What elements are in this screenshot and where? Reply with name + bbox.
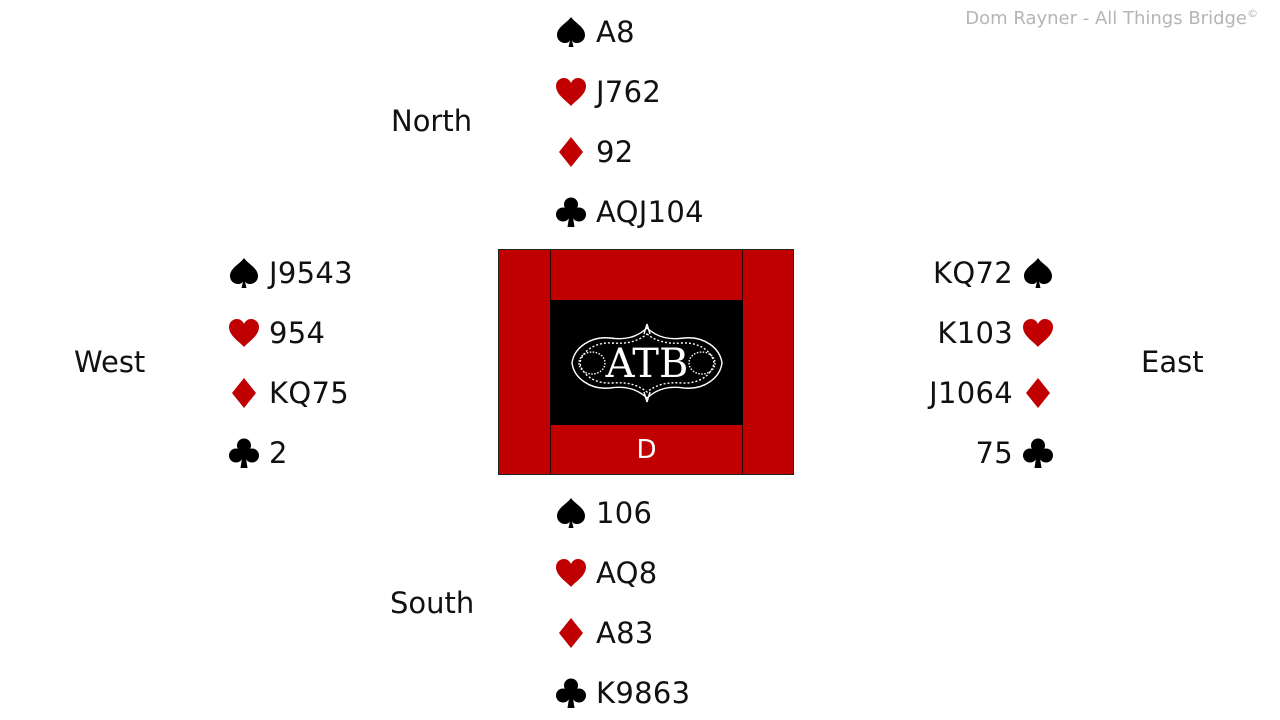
atb-logo: ATB bbox=[550, 300, 743, 425]
north-hand: A8 J762 92 AQJ104 bbox=[554, 12, 754, 234]
east-hand: KQ72 K103 J1064 75 bbox=[880, 253, 1055, 475]
south-clubs: K9863 bbox=[596, 676, 691, 710]
suit-row-hearts: 954 bbox=[227, 313, 325, 353]
heart-icon bbox=[554, 556, 588, 590]
suit-row-spades: 106 bbox=[554, 493, 652, 533]
north-diamonds: 92 bbox=[596, 135, 634, 169]
suit-row-diamonds: KQ75 bbox=[227, 373, 349, 413]
seat-label-west: West bbox=[74, 345, 146, 379]
west-clubs: 2 bbox=[269, 436, 288, 470]
seat-label-east: East bbox=[1141, 345, 1204, 379]
suit-row-spades: J9543 bbox=[227, 253, 353, 293]
atb-logo-text: ATB bbox=[604, 341, 688, 387]
suit-row-spades: KQ72 bbox=[933, 253, 1055, 293]
south-hand: 106 AQ8 A83 K9863 bbox=[554, 493, 754, 715]
heart-icon bbox=[227, 316, 261, 350]
bridge-table: ATB D bbox=[498, 249, 794, 475]
suit-row-diamonds: A83 bbox=[554, 613, 654, 653]
south-hearts: AQ8 bbox=[596, 556, 658, 590]
suit-row-diamonds: J1064 bbox=[929, 373, 1055, 413]
south-spades: 106 bbox=[596, 496, 653, 530]
diamond-icon bbox=[227, 376, 261, 410]
atb-logo-graphic: ATB bbox=[570, 323, 723, 402]
seat-label-north: North bbox=[391, 104, 473, 138]
suit-row-clubs: 2 bbox=[227, 433, 288, 473]
suit-row-diamonds: 92 bbox=[554, 132, 634, 172]
east-clubs: 75 bbox=[975, 436, 1013, 470]
suit-row-hearts: K103 bbox=[937, 313, 1055, 353]
north-spades: A8 bbox=[596, 15, 635, 49]
suit-row-clubs: 75 bbox=[975, 433, 1055, 473]
west-hand: J9543 954 KQ75 2 bbox=[227, 253, 407, 475]
north-hearts: J762 bbox=[596, 75, 662, 109]
credit-text: Dom Rayner - All Things Bridge© bbox=[965, 7, 1258, 29]
heart-icon bbox=[554, 75, 588, 109]
spade-icon bbox=[554, 15, 588, 49]
spade-icon bbox=[554, 496, 588, 530]
suit-row-clubs: AQJ104 bbox=[554, 192, 704, 232]
dealer-marker: D bbox=[636, 435, 657, 465]
east-hearts: K103 bbox=[937, 316, 1013, 350]
diamond-icon bbox=[1021, 376, 1055, 410]
east-diamonds: J1064 bbox=[929, 376, 1013, 410]
spade-icon bbox=[1021, 256, 1055, 290]
west-diamonds: KQ75 bbox=[269, 376, 349, 410]
club-icon bbox=[554, 195, 588, 229]
south-diamonds: A83 bbox=[596, 616, 654, 650]
seat-label-south: South bbox=[390, 586, 475, 620]
suit-row-clubs: K9863 bbox=[554, 673, 690, 713]
club-icon bbox=[227, 436, 261, 470]
diamond-icon bbox=[554, 135, 588, 169]
spade-icon bbox=[227, 256, 261, 290]
club-icon bbox=[1021, 436, 1055, 470]
heart-icon bbox=[1021, 316, 1055, 350]
diamond-icon bbox=[554, 616, 588, 650]
suit-row-hearts: J762 bbox=[554, 72, 661, 112]
west-hearts: 954 bbox=[269, 316, 326, 350]
suit-row-hearts: AQ8 bbox=[554, 553, 658, 593]
west-spades: J9543 bbox=[269, 256, 353, 290]
suit-row-spades: A8 bbox=[554, 12, 635, 52]
east-spades: KQ72 bbox=[933, 256, 1013, 290]
club-icon bbox=[554, 676, 588, 710]
north-clubs: AQJ104 bbox=[596, 195, 704, 229]
